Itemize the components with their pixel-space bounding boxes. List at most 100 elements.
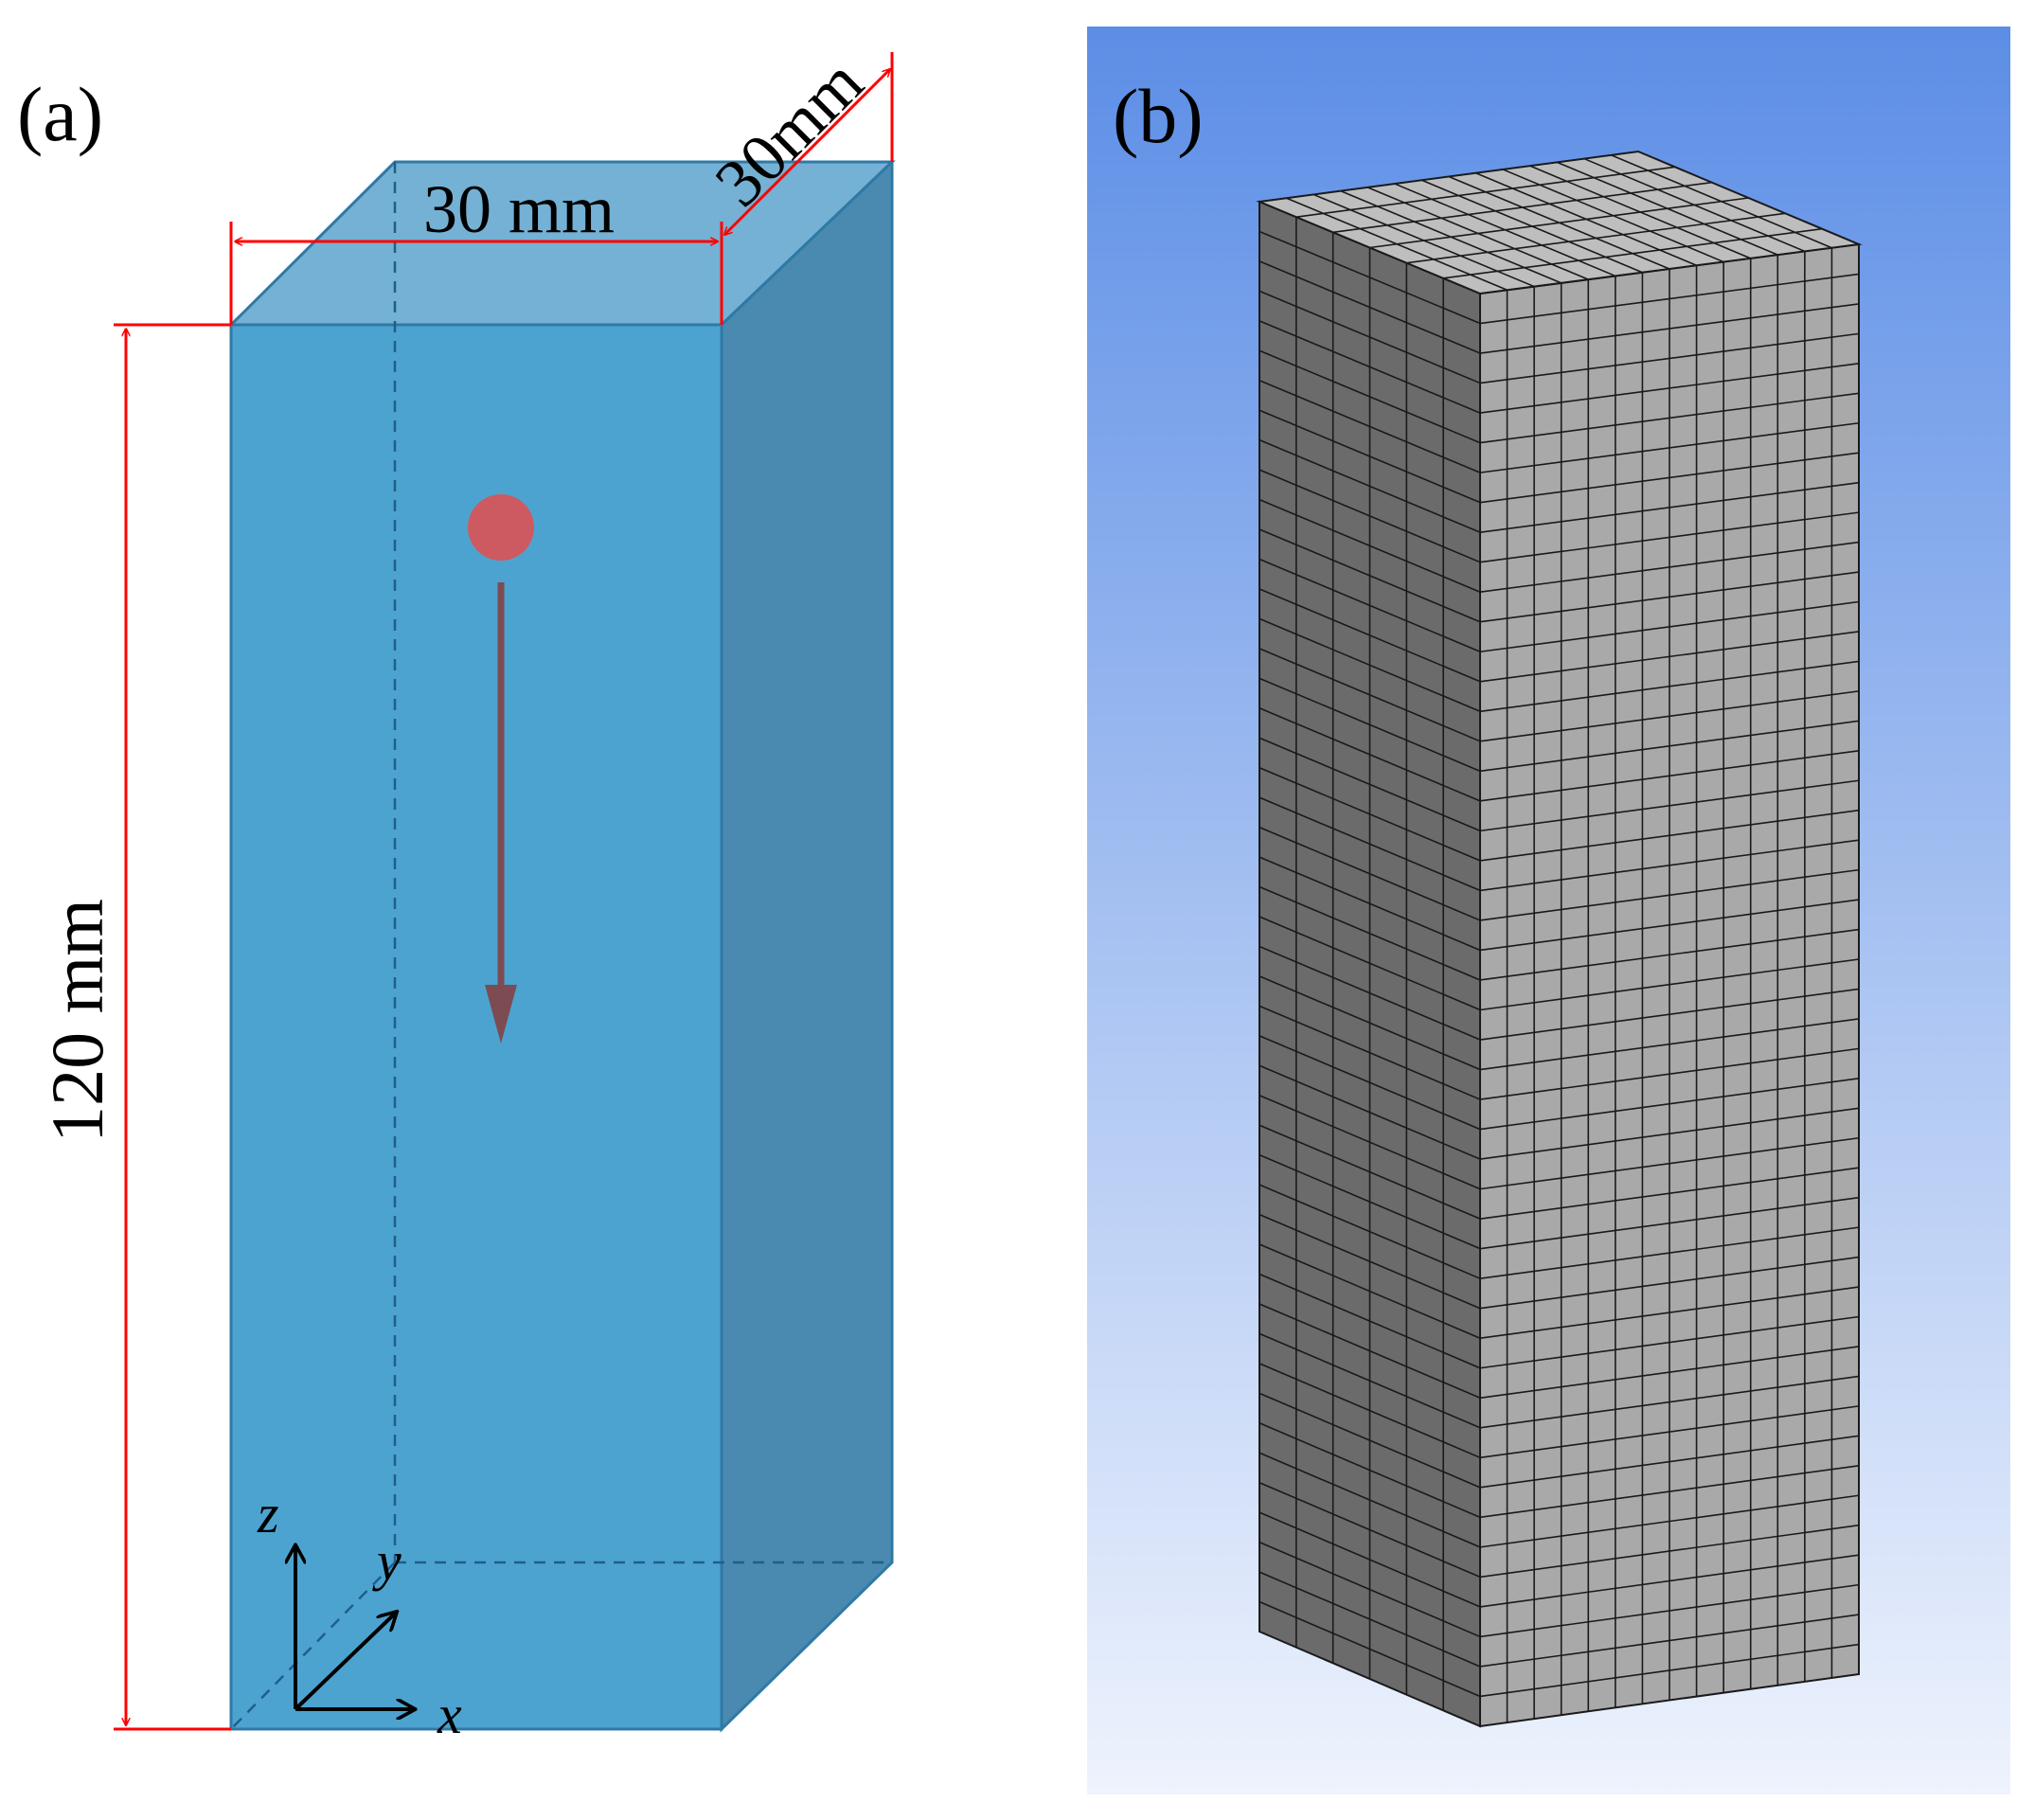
mesh-front-hline (1479, 1315, 1860, 1369)
mesh-side-hline (1258, 1095, 1481, 1190)
mesh-front-hline (1479, 332, 1860, 384)
mesh-front-hline (1479, 1643, 1860, 1698)
mesh-front-hline (1479, 1107, 1860, 1160)
mesh-front-hline (1479, 958, 1860, 1011)
mesh-side-hline (1258, 885, 1481, 981)
mesh-side-hline (1258, 617, 1481, 713)
mesh-side-hline (1258, 1363, 1481, 1459)
mesh-front-hline (1479, 809, 1860, 862)
mesh-front-hline (1479, 749, 1860, 802)
mesh-front-hline (1479, 452, 1860, 504)
mesh-top-line-b (1369, 197, 1749, 249)
mesh-side-hline (1258, 230, 1481, 325)
hidden-edges (230, 162, 892, 1730)
mesh-front-hline (1479, 1018, 1860, 1071)
mesh-top-line-b (1332, 181, 1712, 234)
mesh-front-hline (1479, 541, 1860, 594)
mesh-front-hline (1479, 1196, 1860, 1250)
mesh-side-hline (1258, 1243, 1481, 1339)
mesh-side-hline (1258, 1064, 1481, 1160)
mesh-front-hline (1479, 1494, 1860, 1548)
mesh-side-hline (1258, 528, 1481, 623)
mesh-front-hline (1479, 1167, 1860, 1220)
mesh-front-hline (1479, 1583, 1860, 1638)
mesh-front-hline (1479, 1435, 1860, 1489)
mesh-front-hline (1479, 1554, 1860, 1608)
mesh-side-hline (1258, 498, 1481, 593)
mesh-side-hline (1258, 320, 1481, 414)
mesh-side-hline (1258, 707, 1481, 802)
mesh-front-hline (1479, 720, 1860, 773)
mesh-front-hline (1479, 1136, 1860, 1190)
mesh-side-hline (1258, 588, 1481, 683)
mesh-side-hline (1258, 1392, 1481, 1489)
box-side-face (720, 158, 894, 1733)
mesh-front-hline (1479, 1256, 1860, 1310)
mesh-front-hline (1479, 1614, 1860, 1668)
mesh-side-hline (1258, 1332, 1481, 1429)
mesh-top-line-b (1443, 227, 1823, 279)
panel-b: (b) (1087, 27, 2010, 1794)
mesh-side-hline (1258, 1153, 1481, 1250)
mesh-side-hline (1258, 380, 1481, 473)
panel-a: (a) 30 mm 30mm 120 mm z y x (17, 45, 896, 1745)
mesh-side-hline (1258, 290, 1481, 384)
dimension-lines (114, 52, 894, 1731)
mesh-front-hline (1479, 690, 1860, 742)
mesh-side-hline (1258, 1213, 1481, 1310)
mesh-front-hline (1479, 481, 1860, 533)
mesh-front-hline (1479, 392, 1860, 444)
mesh-front-hline (1479, 1286, 1860, 1340)
mesh-front-hline (1479, 1375, 1860, 1429)
mesh-front-hline (1479, 660, 1860, 713)
mesh-side-hline (1258, 558, 1481, 652)
mesh-side-hline (1258, 1571, 1481, 1668)
axis-x-label: x (437, 1684, 462, 1745)
mesh-side-hline (1258, 916, 1481, 1011)
mesh-front-hline (1479, 839, 1860, 892)
mesh-side-hline (1258, 349, 1481, 444)
mesh-front-hline (1479, 1078, 1860, 1131)
mesh-top-line-b (1295, 166, 1675, 218)
mesh-top-line-b (1406, 212, 1786, 264)
mesh-front-hline (1479, 1047, 1860, 1100)
mesh-front-hline (1479, 571, 1860, 623)
mesh-side-hline (1258, 1124, 1481, 1220)
coordinate-axes (295, 1546, 414, 1709)
box-front-face (229, 323, 723, 1731)
width-dimension-label: 30 mm (423, 171, 615, 247)
mesh-side-hline (1258, 1303, 1481, 1400)
mesh-side-hline (1258, 469, 1481, 563)
panel-a-label: (a) (17, 71, 103, 157)
mesh-side-hline (1258, 1273, 1481, 1369)
mesh-front-hline (1479, 303, 1860, 354)
axis-y-label: y (372, 1530, 402, 1592)
mesh-front-hline (1479, 1346, 1860, 1400)
mesh-side-hline (1258, 796, 1481, 892)
mesh-side-hline (1258, 438, 1481, 533)
mesh-side-hline (1258, 677, 1481, 773)
mesh-side-hline (1258, 648, 1481, 742)
mesh-front-hline (1479, 779, 1860, 832)
fall-arrow-head (485, 985, 517, 1044)
mesh-side-hline (1258, 1481, 1481, 1579)
mesh-side-hline (1258, 1422, 1481, 1519)
mesh-side-hline (1258, 737, 1481, 832)
mesh-side-hline (1258, 1005, 1481, 1100)
mesh-side-hline (1258, 856, 1481, 952)
mesh-side-hline (1258, 1511, 1481, 1608)
mesh-side-hline (1258, 1184, 1481, 1279)
height-dimension-label: 120 mm (36, 899, 118, 1143)
mesh-block (1256, 150, 1863, 1728)
falling-ball (468, 494, 534, 561)
mesh-front-hline (1479, 928, 1860, 981)
mesh-front-hline (1479, 1405, 1860, 1459)
mesh-front-hline (1479, 421, 1860, 473)
mesh-side-hline (1258, 766, 1481, 862)
mesh-front-hline (1479, 868, 1860, 921)
mesh-front-hline (1479, 1464, 1860, 1519)
y-axis (294, 1613, 396, 1711)
mesh-front-hline (1479, 899, 1860, 952)
